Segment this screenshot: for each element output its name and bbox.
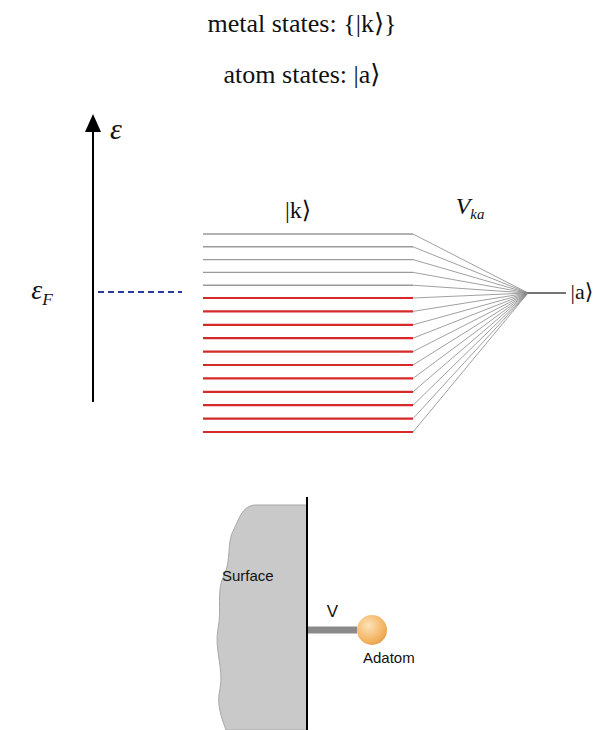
metal-surface: Surface <box>212 497 308 730</box>
metal-level-line <box>203 259 413 260</box>
coupling-line <box>413 293 528 365</box>
metal-level-line <box>203 272 413 273</box>
bond-line <box>308 630 357 631</box>
metal-level-line <box>203 377 413 379</box>
metal-level-line <box>203 351 413 353</box>
text-label: |k⟩ <box>285 197 311 223</box>
coupling-line <box>413 293 528 325</box>
text-label: metal states: {|k⟩} <box>207 10 396 39</box>
coupling-line <box>413 293 528 378</box>
metal-level-line <box>203 431 413 433</box>
bond-label: V <box>325 602 340 622</box>
metal-level-line <box>203 337 413 339</box>
metal-level-line <box>203 324 413 326</box>
energy-axis <box>92 122 94 402</box>
metal-level-line <box>203 404 413 406</box>
node-label: Adatom <box>363 649 415 666</box>
adatom-sphere: Adatom <box>357 615 387 645</box>
fermi-level <box>98 291 182 293</box>
metal-level-line <box>203 233 413 234</box>
metal-level-line <box>203 246 413 247</box>
coupling-line <box>413 234 528 293</box>
coupling-line <box>413 293 528 405</box>
metal-level-line <box>203 364 413 366</box>
coupling-line <box>413 293 528 419</box>
coupling-line <box>413 293 528 392</box>
metal-level-line <box>203 391 413 393</box>
coupling-line <box>413 293 528 432</box>
metal-levels <box>203 234 528 432</box>
coupling-line <box>413 272 528 293</box>
surface-shape <box>212 497 308 730</box>
coupling-line <box>413 293 528 338</box>
text-label: εF <box>31 275 53 309</box>
metal-level-line <box>203 310 413 312</box>
atom-level <box>528 292 566 294</box>
coupling-line <box>413 247 528 293</box>
metal-level-line <box>203 297 413 299</box>
node-label: Surface <box>222 567 274 584</box>
metal-level-line <box>203 285 413 286</box>
coupling-line <box>413 260 528 293</box>
text-label: Vka <box>456 193 485 223</box>
coupling-line <box>413 285 528 293</box>
text-label: ε <box>110 112 122 145</box>
text-label: atom states: |a⟩ <box>224 61 381 90</box>
metal-level-line <box>203 418 413 420</box>
text-label: |a⟩ <box>571 280 594 304</box>
